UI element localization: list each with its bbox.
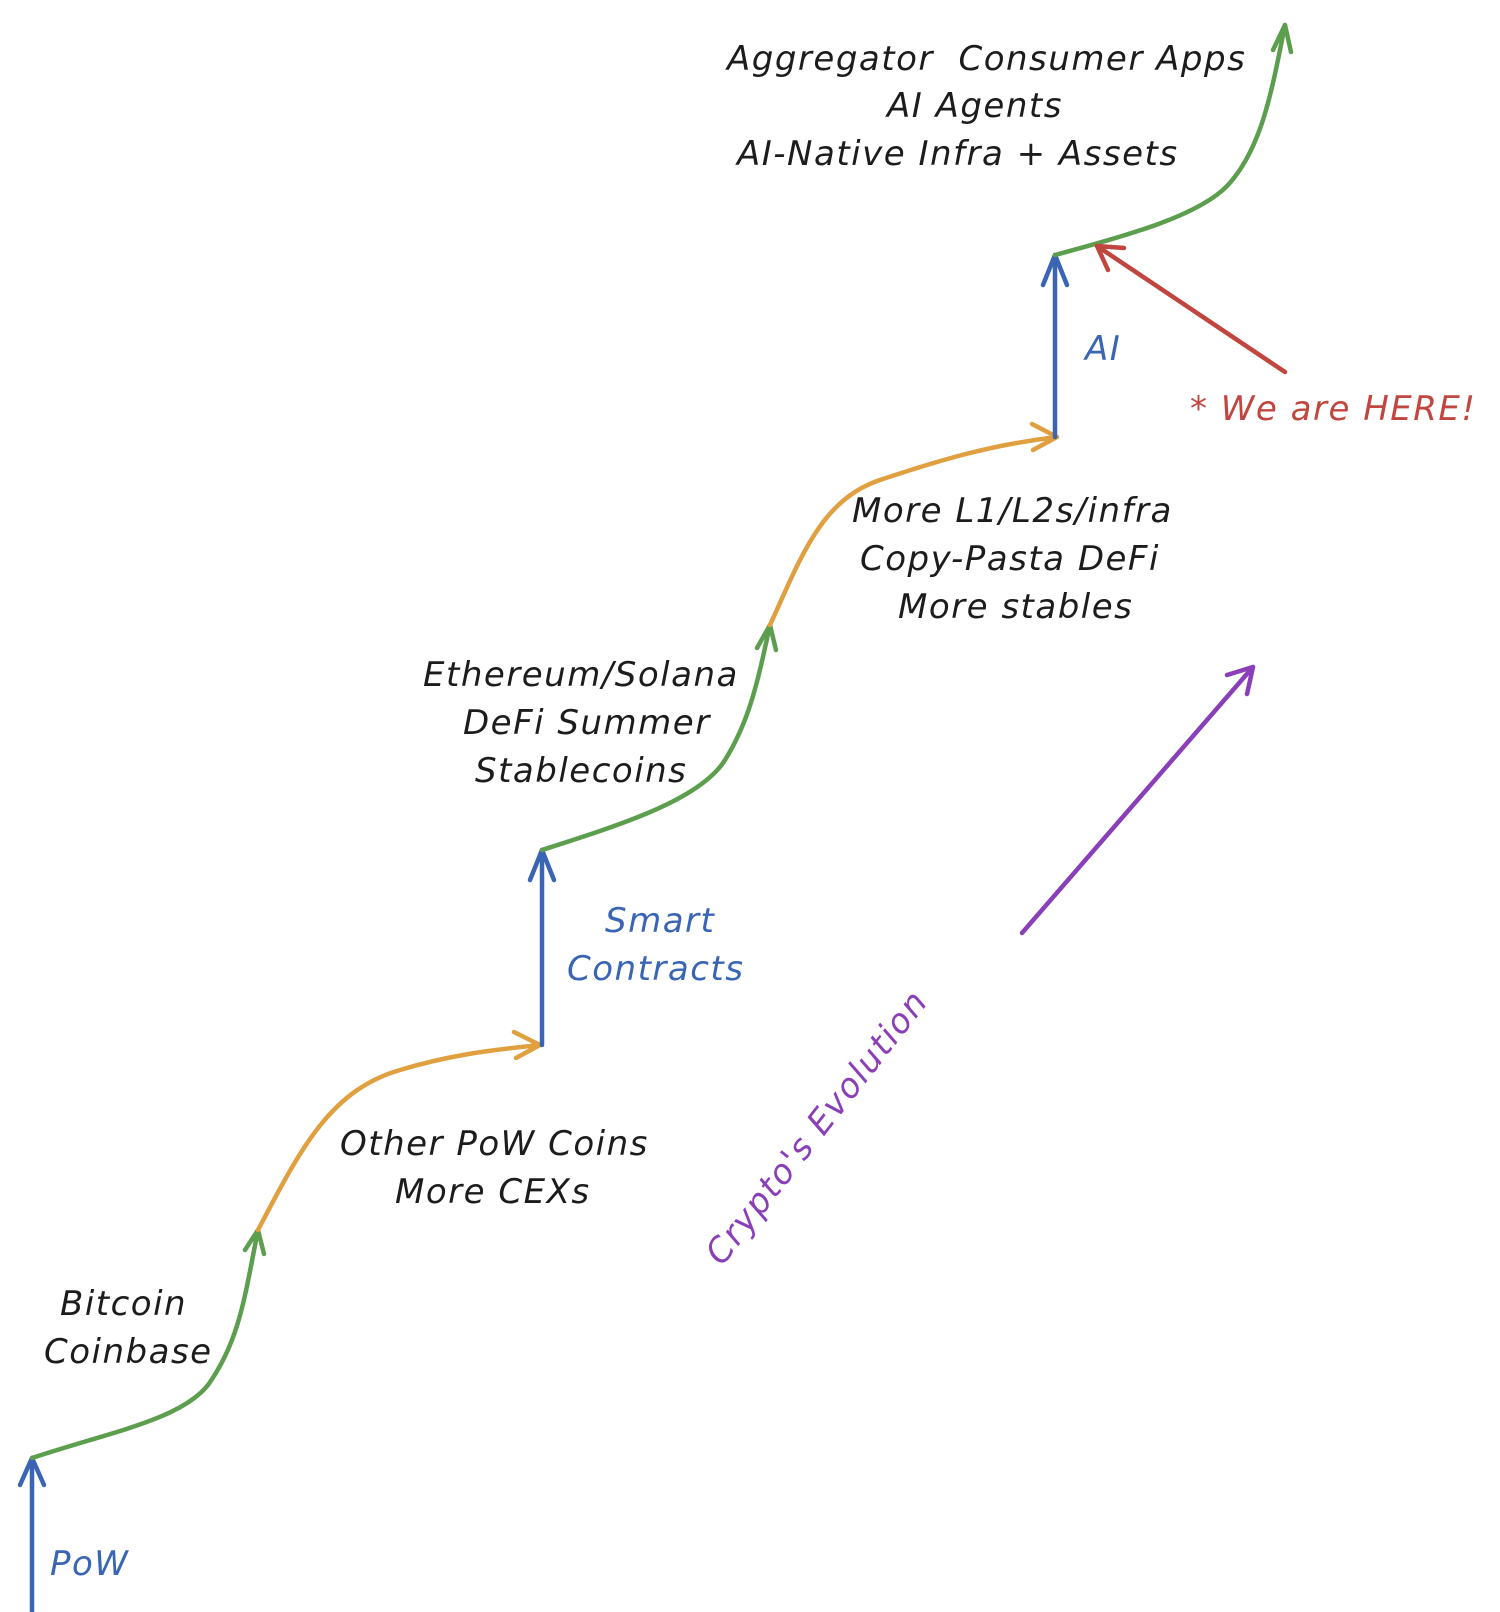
pow-maturity-curve [255, 1042, 543, 1233]
label-smart: Smart [605, 901, 716, 941]
ai-growth-arrowhead [1270, 22, 1294, 55]
label-defi-summer: DeFi Summer [463, 703, 711, 743]
label-other-pow-coins: Other PoW Coins [340, 1124, 649, 1164]
label-bitcoin: Bitcoin [60, 1284, 187, 1324]
label-coinbase: Coinbase [44, 1332, 213, 1372]
label-cryptos-evolution: Crypto's Evolution [698, 982, 937, 1272]
label-more-l1-l2s-infra: More L1/L2s/infra [852, 491, 1173, 531]
ethereum-growth-curve [539, 622, 773, 853]
bitcoin-growth-curve [29, 1227, 261, 1461]
evolution-arrow [1019, 664, 1256, 936]
evolution-arrowhead [1224, 664, 1256, 697]
we-are-here-arrow [1094, 243, 1288, 375]
label-copy-pasta-defi: Copy-Pasta DeFi [860, 539, 1160, 579]
label-pow: PoW [50, 1544, 129, 1584]
we-are-here-arrowhead [1094, 243, 1127, 273]
label-more-stables: More stables [898, 587, 1133, 627]
label-stablecoins: Stablecoins [475, 751, 687, 791]
label-ai-agents: AI Agents [885, 86, 1063, 126]
label-ethereum-solana: Ethereum/Solana [423, 655, 739, 695]
label-more-cexs: More CEXs [395, 1172, 591, 1212]
label-ai: AI [1083, 329, 1121, 369]
label-aggregator-consumer-apps: Aggregator Consumer Apps [725, 39, 1246, 79]
ai-growth-curve [1052, 22, 1288, 258]
l1-maturity-curve [767, 434, 1060, 628]
label-we-are-here: * We are HERE! [1190, 389, 1476, 429]
label-contracts: Contracts [567, 949, 744, 989]
label-ai-native-infra-assets: AI-Native Infra + Assets [735, 134, 1179, 174]
